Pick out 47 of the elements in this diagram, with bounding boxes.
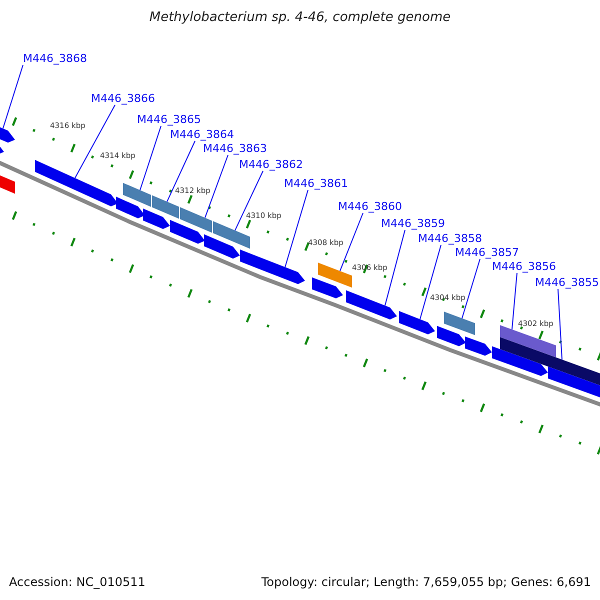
gene-feature [492,346,548,376]
gene-label: M446_3866 [91,92,155,105]
leader-line [204,154,228,218]
gene-feature [170,220,205,244]
gene-feature [437,326,466,346]
leader-line [74,104,116,179]
gene-label: M446_3858 [418,232,482,245]
leader-line [462,258,480,319]
leader-line [2,64,24,129]
leader-line [140,126,162,191]
gene-feature [312,277,343,298]
gene-label: M446_3857 [455,246,519,259]
gene-label: M446_3864 [170,128,234,141]
gene-feature [116,196,145,218]
leader-line [234,170,264,231]
gene-feature [180,207,212,233]
footer-text: Topology: circular; Length: 7,659,055 bp; Genes: 6,691 [261,575,591,589]
gene-label: M446_3863 [203,142,267,155]
leader-line [340,212,364,272]
gene-feature [399,311,435,334]
gene-feature [213,221,250,249]
gene-feature [318,262,352,288]
gene-feature [204,234,240,259]
gene-feature [548,366,600,398]
footer-text: Accession: NC_010511 [9,575,146,589]
leader-line [384,230,406,306]
gene-feature [152,195,179,219]
gene-feature [35,160,118,206]
gene-label: M446_3856 [492,260,556,273]
gene-feature [143,208,170,229]
leader-line [558,288,562,360]
gene-label: M446_3860 [338,200,402,213]
gene-label: M446_3855 [535,276,599,289]
gene-feature [346,290,397,320]
leader-line [420,244,442,320]
gene-feature [123,182,151,207]
gene-label: M446_3861 [284,177,348,190]
gene-label: M446_3862 [239,158,303,171]
gene-label: M446_3865 [137,113,201,126]
gene-feature [444,312,475,336]
gene-label: M446_3859 [381,217,445,230]
leader-line [166,140,196,202]
gene-feature [465,336,492,356]
title: Methylobacterium sp. 4-46, complete genome [148,10,452,25]
leader-line [284,190,308,268]
gene-feature [240,250,305,284]
gene-label: M446_3868 [23,52,87,65]
